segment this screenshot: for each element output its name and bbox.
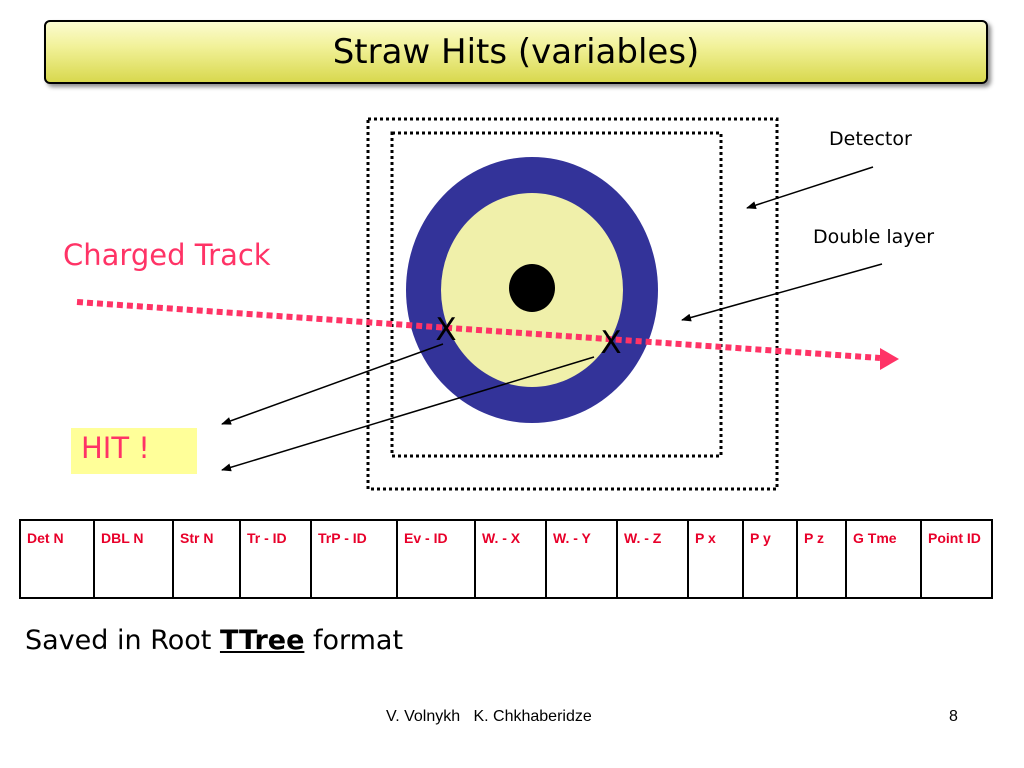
hit-callout: HIT ! [71,428,197,474]
table-cell-w-x: W. - X [474,519,547,599]
detector-outline [366,117,779,491]
table-cell-p-y: P y [742,519,798,599]
double-layer-outline [390,131,723,458]
anode-wire [509,264,555,312]
table-cell-ev-id: Ev - ID [396,519,476,599]
charged-track-line [76,299,881,361]
table-cell-det-n: Det N [19,519,95,599]
table-cell-dbl-n: DBL N [93,519,174,599]
hit-pointer-right [221,356,595,472]
hit-pointer-left [221,343,444,425]
hit-marker-right: X [600,325,621,361]
table-cell-w-y: W. - Y [545,519,618,599]
ttree-emphasis: TTree [219,625,305,656]
saved-suffix: format [304,625,404,656]
saved-prefix: Saved in Root [25,625,220,656]
double-layer-label: Double layer [813,226,935,248]
detector-label: Detector [829,128,912,150]
table-cell-g-tme: G Tme [845,519,922,599]
double-layer-pointer [681,263,883,322]
variables-table: Det N DBL N Str N Tr - ID TrP - ID Ev - … [19,519,993,599]
footer-authors: V. Volnykh K. Chkhaberidze [386,708,592,725]
table-row: Det N DBL N Str N Tr - ID TrP - ID Ev - … [19,519,993,599]
detector-pointer [746,166,874,210]
table-cell-p-x: P x [687,519,744,599]
saved-format-note: Saved in Root TTree format [25,625,403,656]
slide-title: Straw Hits (variables) [332,32,700,72]
title-bar: Straw Hits (variables) [44,20,988,84]
table-cell-w-z: W. - Z [616,519,689,599]
page-number: 8 [949,708,958,725]
track-arrowhead-icon [880,348,899,370]
charged-track-label: Charged Track [63,238,271,272]
table-cell-str-n: Str N [172,519,241,599]
table-cell-p-z: P z [796,519,847,599]
table-cell-point-id: Point ID [920,519,993,599]
table-cell-tr-id: Tr - ID [239,519,312,599]
hit-label: HIT ! [81,431,150,465]
hit-marker-left: X [435,312,456,348]
table-cell-trp-id: TrP - ID [310,519,398,599]
